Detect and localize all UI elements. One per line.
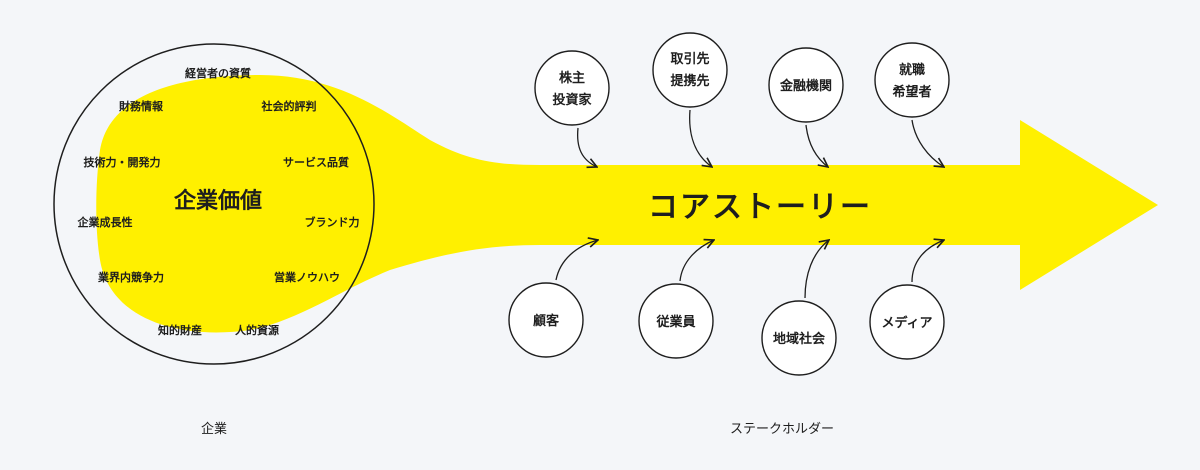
svg-text:提携先: 提携先: [670, 73, 709, 89]
asset-label: ブランド力: [305, 215, 360, 229]
connector-arrow: [911, 240, 944, 283]
svg-text:取引先: 取引先: [670, 51, 709, 67]
connector-arrow: [804, 240, 829, 299]
svg-text:投資家: 投資家: [552, 92, 592, 108]
company-circle: [53, 43, 375, 365]
stakeholders-caption: ステークホルダー: [730, 422, 834, 437]
connector-arrow: [576, 127, 597, 167]
svg-text:株主: 株主: [559, 70, 585, 86]
asset-label: サービス品質: [283, 155, 349, 169]
stakeholder-job-seekers: 就職 希望者: [874, 42, 950, 118]
core-value-label: 企業価値: [173, 188, 262, 214]
asset-label: 知的財産: [157, 323, 202, 337]
asset-label: 営業ノウハウ: [274, 270, 340, 284]
core-story-arrow-shape: [96, 75, 1158, 333]
svg-text:地域社会: 地域社会: [773, 331, 826, 347]
asset-label: 企業成長性: [77, 215, 133, 229]
svg-text:顧客: 顧客: [533, 313, 560, 329]
svg-text:従業員: 従業員: [655, 314, 695, 330]
stakeholder-partners: 取引先 提携先: [652, 32, 728, 108]
company-caption: 企業: [201, 421, 227, 437]
asset-label: 社会的評判: [261, 99, 317, 113]
asset-label: 財務情報: [118, 99, 164, 113]
stakeholder-media: メディア: [869, 284, 945, 360]
stakeholder-shareholders: 株主 投資家: [534, 50, 610, 126]
connector-arrow: [689, 109, 712, 167]
svg-text:金融機関: 金融機関: [779, 78, 832, 94]
svg-text:就職: 就職: [899, 62, 925, 78]
asset-label: 業界内競争力: [97, 270, 164, 284]
asset-label: 技術力・開発力: [84, 155, 161, 169]
connector-arrow: [555, 240, 598, 281]
stakeholder-financial-institutions: 金融機関: [768, 47, 844, 123]
connector-arrow: [805, 124, 828, 167]
connector-arrow: [911, 119, 944, 167]
stakeholders-bottom: 顧客 従業員 地域社会 メディア: [508, 282, 945, 376]
svg-text:希望者: 希望者: [892, 84, 931, 100]
core-story-label: コアストーリー: [648, 190, 872, 225]
asset-label: 人的資源: [235, 323, 279, 337]
connector-arrows: [555, 109, 944, 299]
stakeholders-top: 株主 投資家 取引先 提携先 金融機関 就職 希望者: [534, 32, 950, 126]
svg-text:メディア: メディア: [881, 315, 932, 331]
company-assets: 経営者の資質 財務情報 社会的評判 技術力・開発力 サービス品質 企業成長性 ブ…: [77, 66, 360, 337]
stakeholder-employees: 従業員: [638, 283, 714, 359]
connector-arrow: [679, 240, 714, 282]
stakeholder-local-community: 地域社会: [761, 300, 837, 376]
asset-label: 経営者の資質: [185, 66, 251, 80]
stakeholder-customers: 顧客: [508, 282, 584, 358]
